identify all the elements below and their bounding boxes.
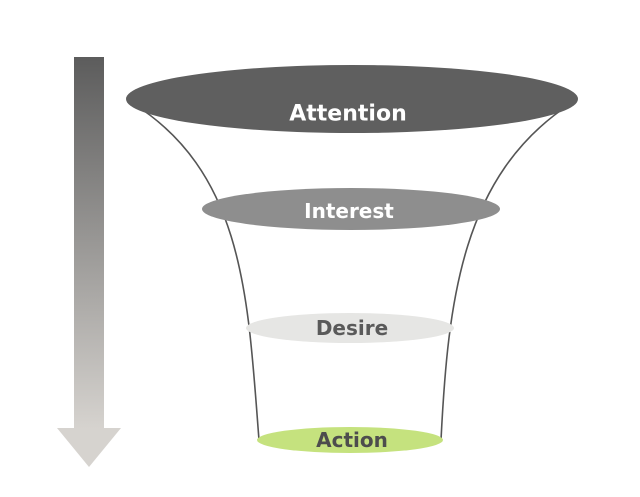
progression-arrow — [57, 57, 121, 467]
stage-disc — [246, 313, 454, 343]
funnel-right-edge — [440, 103, 571, 441]
stage-disc — [202, 188, 500, 230]
arrow-head — [57, 428, 121, 467]
funnel-stage-attention: Attention — [126, 65, 578, 133]
stage-label: Desire — [316, 316, 388, 340]
stage-disc — [257, 427, 443, 453]
funnel-outline — [133, 103, 571, 441]
stage-disc — [126, 65, 578, 133]
funnel-stage-desire: Desire — [246, 313, 454, 343]
stage-label: Attention — [289, 102, 406, 127]
funnel-stage-action: Action — [257, 427, 443, 453]
stage-label: Interest — [304, 199, 394, 223]
funnel-stage-interest: Interest — [202, 188, 500, 230]
arrow-shaft — [74, 57, 104, 429]
funnel-left-edge — [133, 103, 260, 441]
stage-label: Action — [316, 428, 388, 452]
